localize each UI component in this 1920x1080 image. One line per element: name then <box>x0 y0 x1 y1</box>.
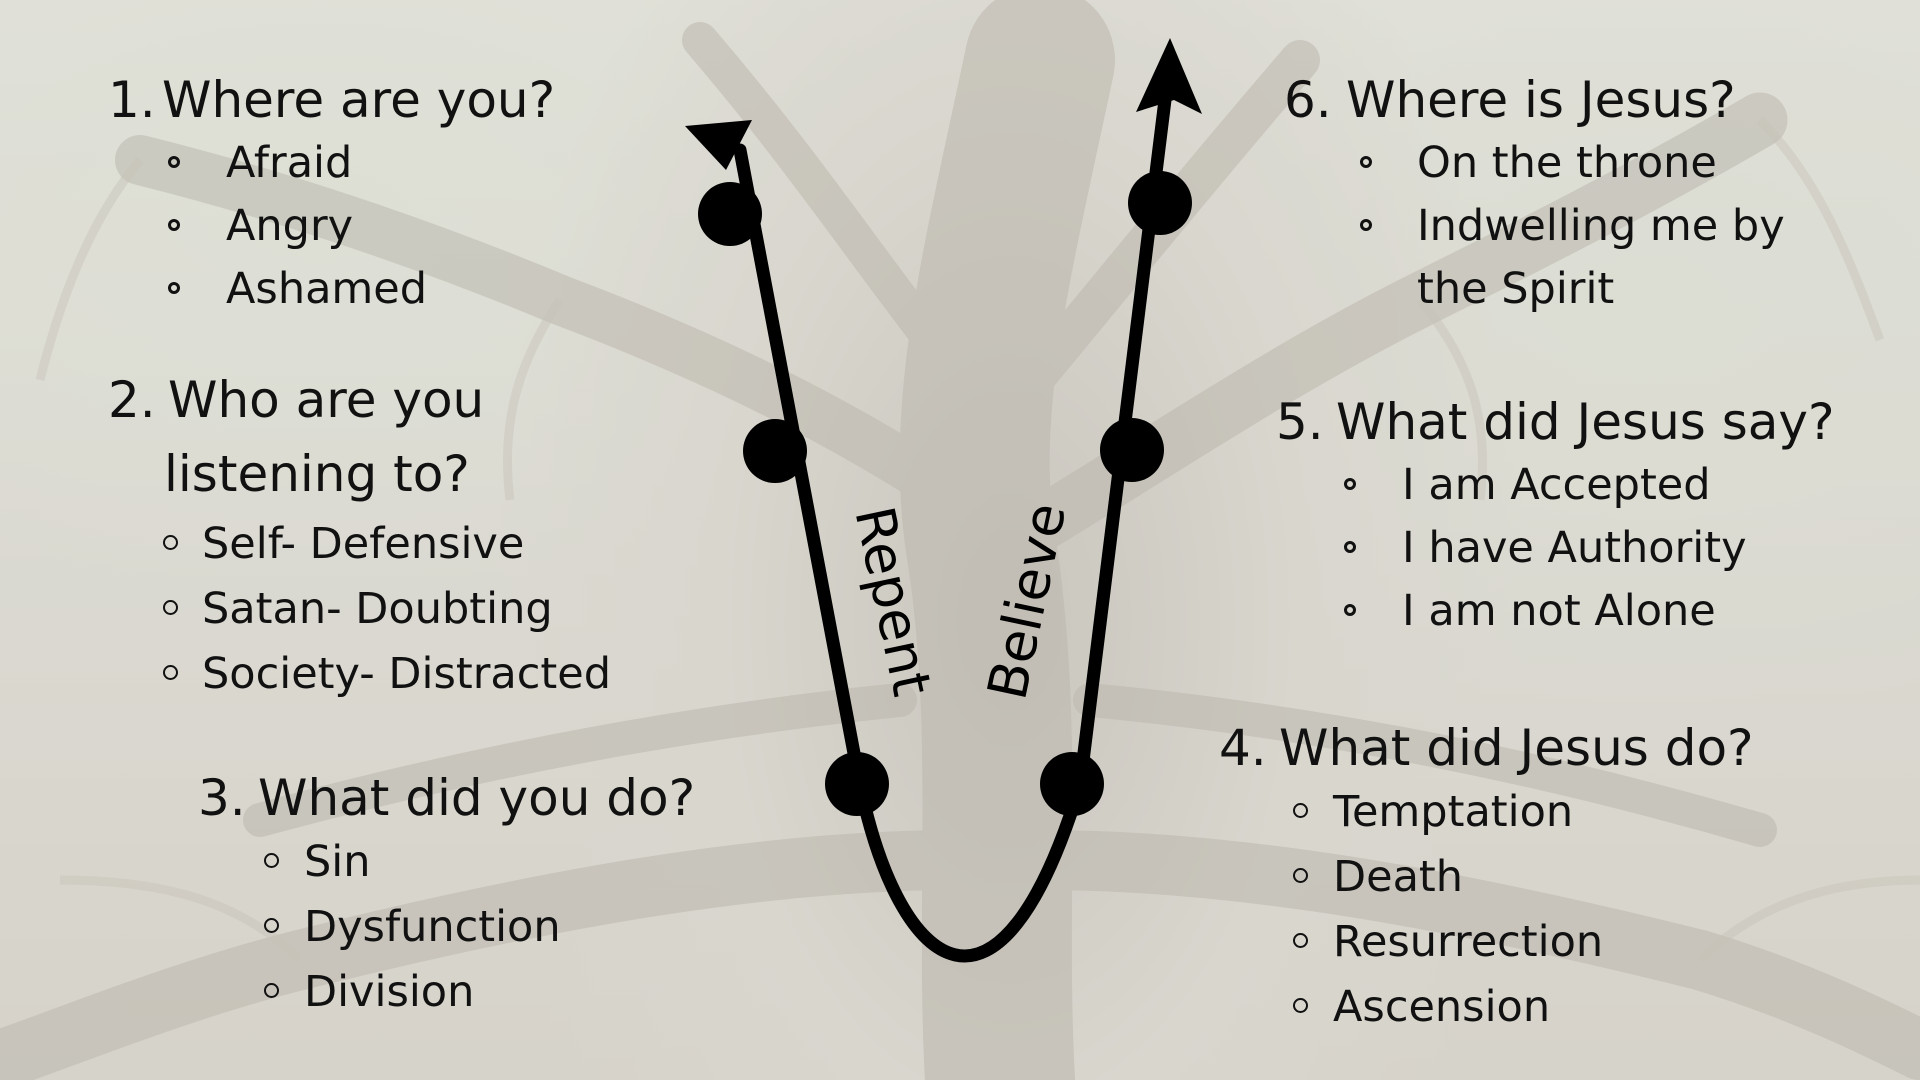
curve-node <box>1040 752 1104 816</box>
section-3: 3.What did you do? Sin Dysfunction Divis… <box>198 766 695 1025</box>
section-1: 1.Where are you? Afraid Angry Ashamed <box>108 68 555 321</box>
list-item: On the throne <box>1284 132 1785 195</box>
section-title-continued: listening to? <box>164 445 470 503</box>
bullet-icon <box>163 665 178 680</box>
curve-node <box>743 419 807 483</box>
bullet-icon <box>163 600 178 615</box>
curve-node <box>1128 171 1192 235</box>
section-title: Who are you <box>168 371 485 429</box>
section-4: 4.What did Jesus do? Temptation Death Re… <box>1219 716 1754 1040</box>
bullet-icon <box>1344 541 1356 553</box>
list-item: Ashamed <box>108 258 555 321</box>
curve-node <box>825 752 889 816</box>
list-item: Self- Defensive <box>108 512 611 577</box>
bullet-icon <box>264 918 279 933</box>
list-item-continued: the Spirit <box>1417 264 1615 314</box>
section-5: 5.What did Jesus say? I am Accepted I ha… <box>1276 390 1835 643</box>
list-item: Angry <box>108 195 555 258</box>
list-item: I have Authority <box>1276 517 1835 580</box>
left-arrowhead-icon <box>685 120 752 170</box>
bullet-icon <box>1293 803 1308 818</box>
bullet-icon <box>1344 478 1356 490</box>
section-heading: 5.What did Jesus say? <box>1276 390 1835 454</box>
list-item: I am Accepted <box>1276 454 1835 517</box>
believe-label: Believe <box>975 497 1078 704</box>
list-item: Dysfunction <box>198 895 695 960</box>
bullet-icon <box>1293 868 1308 883</box>
section-heading: 1.Where are you? <box>108 68 555 132</box>
bullet-icon <box>1360 219 1372 231</box>
section-number: 5. <box>1276 393 1324 451</box>
curve-node <box>698 182 762 246</box>
list-item: Death <box>1219 845 1754 910</box>
section-title: What did you do? <box>258 769 696 827</box>
section-title: What did Jesus do? <box>1279 719 1754 777</box>
section-number: 4. <box>1219 719 1267 777</box>
section-heading: 2.Who are you <box>108 368 611 432</box>
section-number: 1. <box>108 71 156 129</box>
bullet-icon <box>168 156 180 168</box>
list-item: Division <box>198 960 695 1025</box>
section-heading: 3.What did you do? <box>198 766 695 830</box>
list-item: I am not Alone <box>1276 580 1835 643</box>
right-arrowhead-icon <box>1136 38 1202 114</box>
section-2: 2.Who are you listening to? Self- Defens… <box>108 368 611 707</box>
list-item: Resurrection <box>1219 910 1754 975</box>
repent-label: Repent <box>842 501 943 701</box>
bullet-icon <box>1293 933 1308 948</box>
bullet-icon <box>168 219 180 231</box>
bullet-icon <box>168 282 180 294</box>
section-title: Where is Jesus? <box>1346 71 1736 129</box>
bullet-icon <box>1293 998 1308 1013</box>
list-item: Temptation <box>1219 780 1754 845</box>
bullet-icon <box>1344 604 1356 616</box>
bullet-icon <box>264 983 279 998</box>
list-item: Sin <box>198 830 695 895</box>
section-number: 2. <box>108 371 156 429</box>
section-heading: 4.What did Jesus do? <box>1219 716 1754 780</box>
list-item: Afraid <box>108 132 555 195</box>
list-item: Indwelling me by <box>1284 195 1785 258</box>
bullet-icon <box>264 853 279 868</box>
section-heading: 6.Where is Jesus? <box>1284 68 1785 132</box>
section-title: Where are you? <box>162 71 556 129</box>
section-number: 3. <box>198 769 246 827</box>
curve-node <box>1100 418 1164 482</box>
u-curve-line <box>733 93 1172 963</box>
list-item: Satan- Doubting <box>108 577 611 642</box>
list-item: Society- Distracted <box>108 642 611 707</box>
section-title: What did Jesus say? <box>1336 393 1835 451</box>
section-number: 6. <box>1284 71 1332 129</box>
section-6: 6.Where is Jesus? On the throne Indwelli… <box>1284 68 1785 321</box>
bullet-icon <box>163 535 178 550</box>
list-item: Ascension <box>1219 975 1754 1040</box>
bullet-icon <box>1360 156 1372 168</box>
